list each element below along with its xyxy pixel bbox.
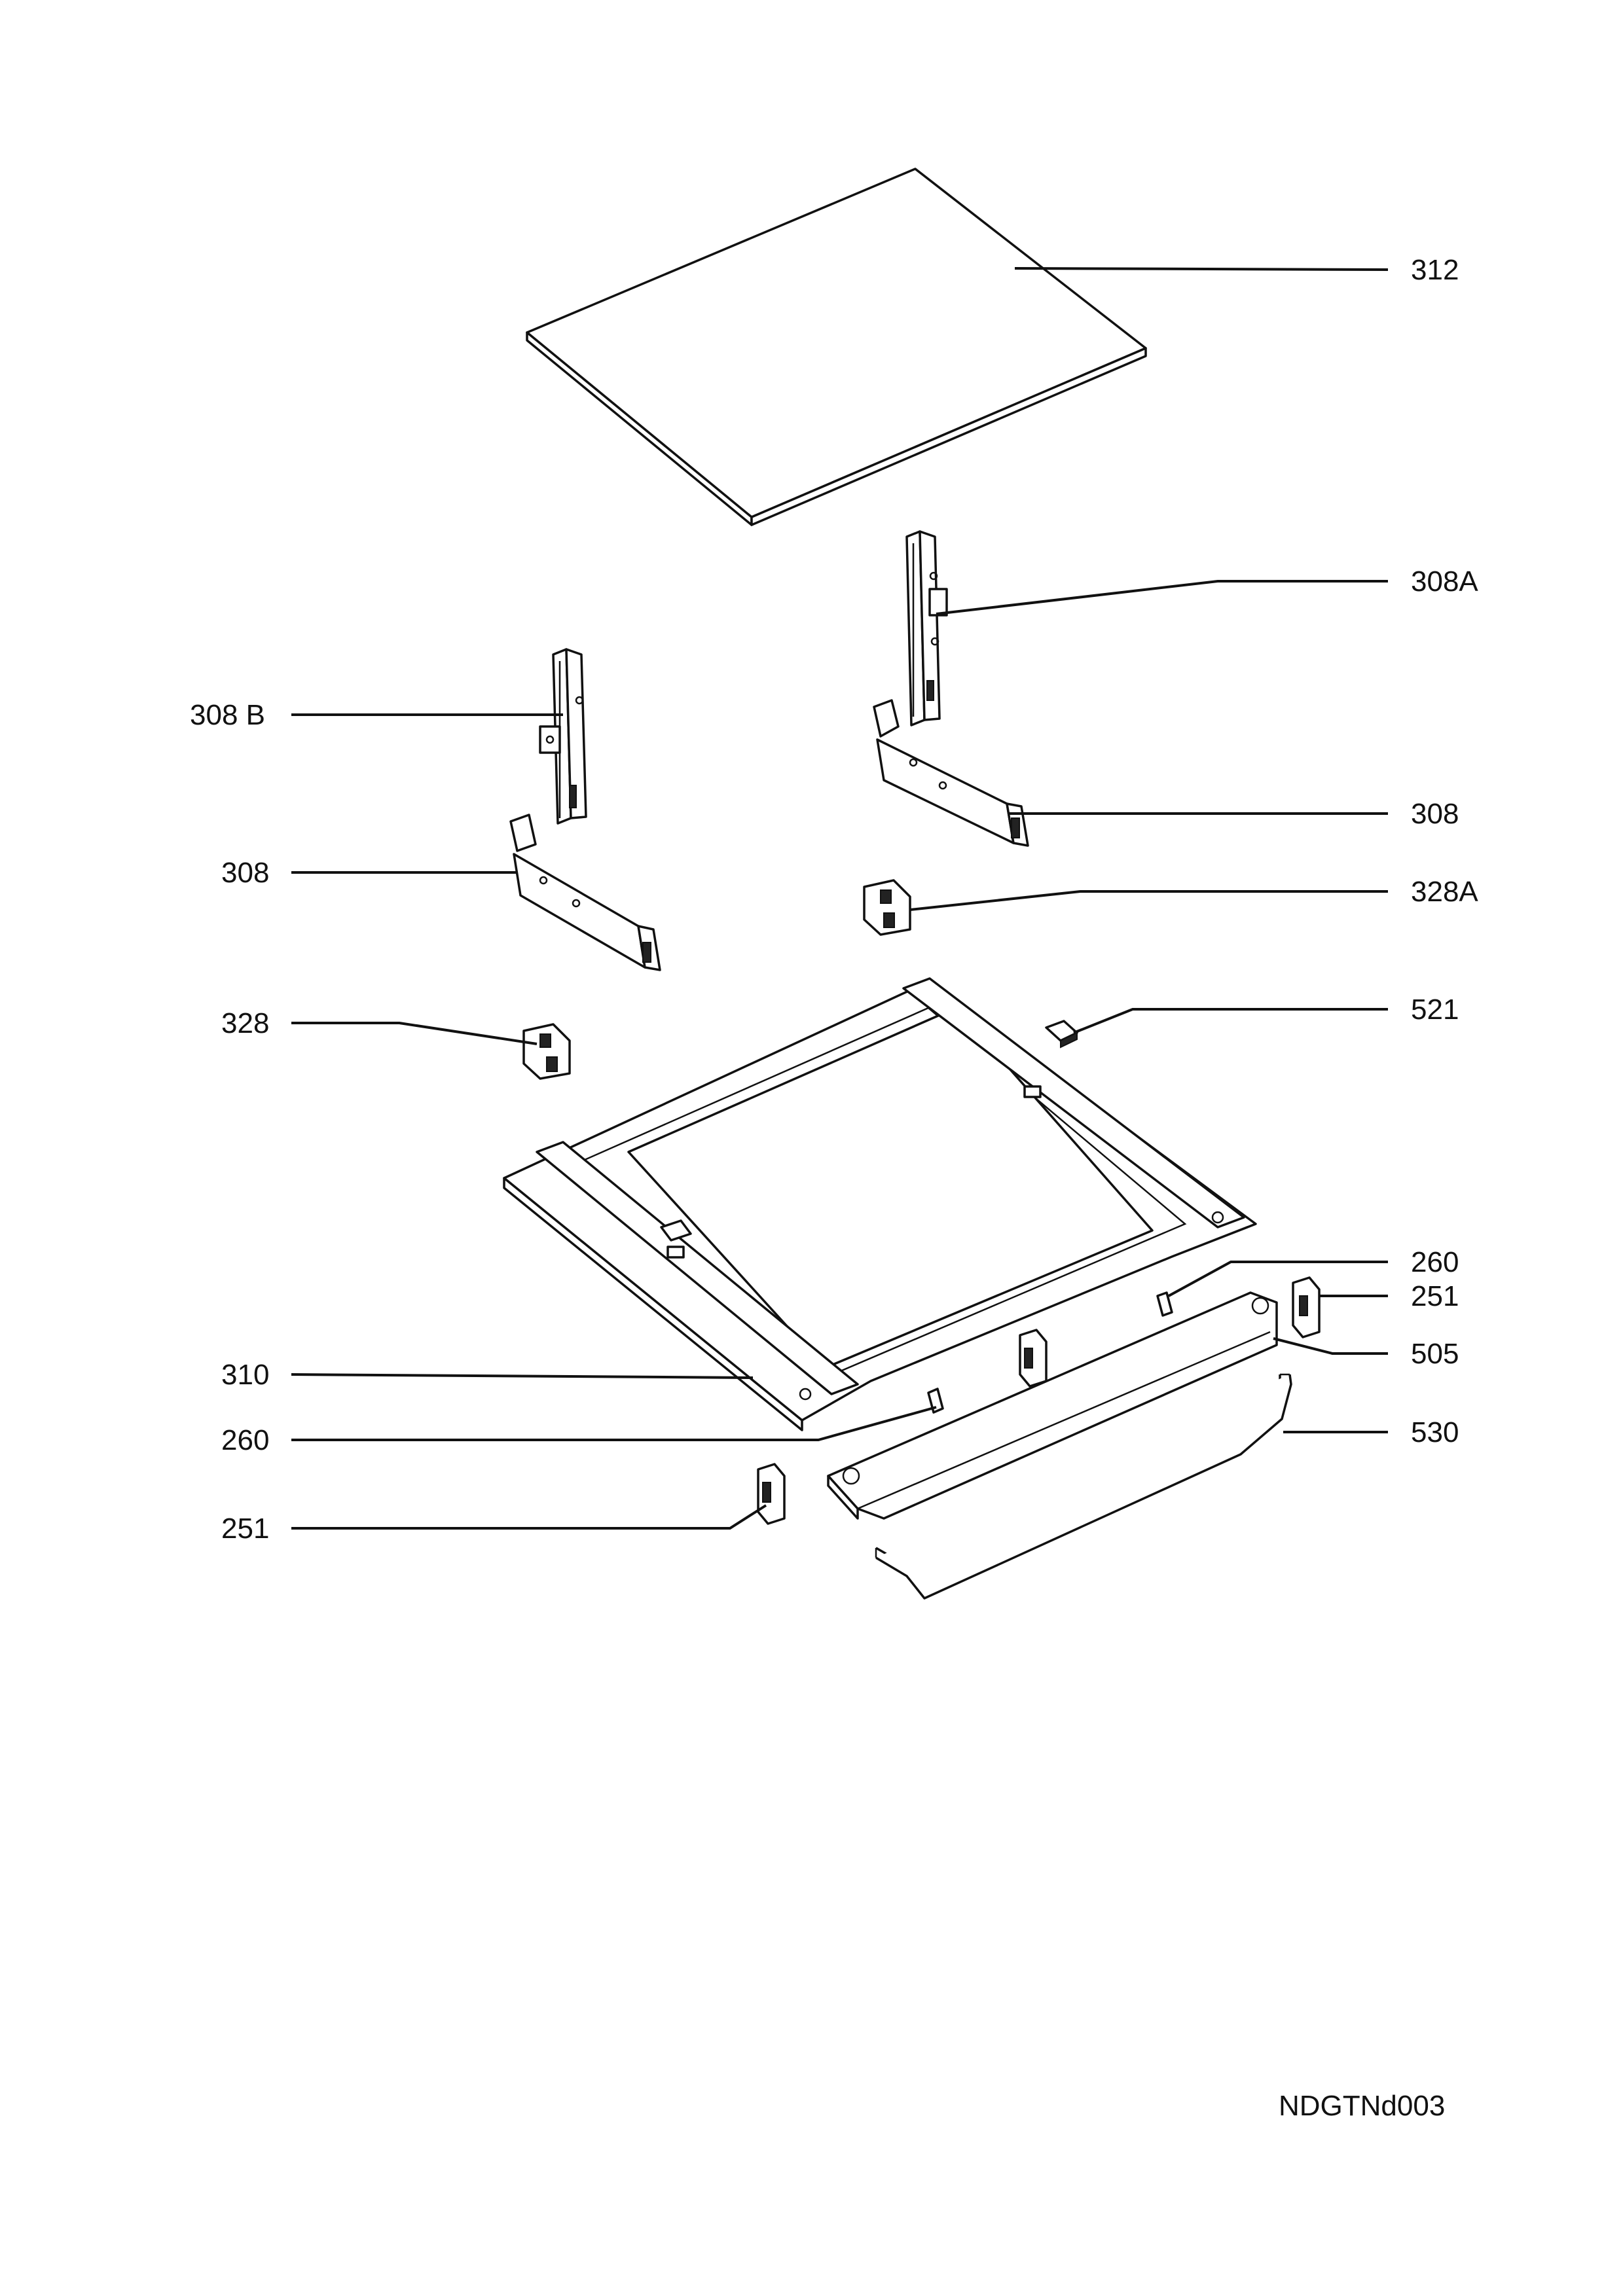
part-308b-hinge-bracket — [539, 648, 587, 825]
part-328-hinge-block — [522, 1023, 571, 1080]
callout-308a: 308A — [1411, 565, 1478, 598]
callout-308-left: 308 — [221, 857, 269, 889]
callout-260-left: 260 — [221, 1424, 269, 1456]
part-251-right-clamp — [1292, 1276, 1321, 1338]
leader-328a — [909, 890, 1388, 911]
leader-308a — [936, 580, 1388, 615]
leader-260-left — [291, 1406, 937, 1441]
part-505-handle-bar — [827, 1291, 1278, 1520]
part-251-center-clamp — [1019, 1329, 1048, 1388]
leader-lines — [291, 267, 1389, 1530]
part-308-left-hinge-arm — [509, 814, 661, 971]
callout-505: 505 — [1411, 1338, 1459, 1370]
callout-251-left: 251 — [221, 1513, 269, 1545]
part-260-left-clip — [927, 1388, 944, 1414]
callout-308-right: 308 — [1411, 798, 1459, 830]
part-312-top-panel — [526, 168, 1147, 526]
callout-251-right: 251 — [1411, 1280, 1459, 1312]
part-521-clip — [1045, 1020, 1078, 1049]
document-code: NDGTNd003 — [1279, 2090, 1445, 2122]
callout-308b: 308 B — [190, 699, 265, 731]
callout-328a: 328A — [1411, 876, 1478, 908]
leader-251-left — [291, 1504, 767, 1530]
callout-521: 521 — [1411, 994, 1459, 1026]
leader-328 — [291, 1022, 538, 1045]
part-530-handle — [875, 1373, 1292, 1600]
leader-312 — [1014, 267, 1389, 271]
part-308a-hinge-bracket — [905, 530, 948, 726]
part-328a-hinge-block — [863, 879, 911, 936]
part-251-left-clamp — [757, 1463, 786, 1525]
leader-505 — [1273, 1337, 1388, 1355]
callout-labels: 312 308A 308 B 308 308 328A 328 521 260 … — [190, 254, 1478, 1545]
callout-328: 328 — [221, 1007, 269, 1039]
callout-312: 312 — [1411, 254, 1459, 286]
part-310-door-frame — [503, 977, 1257, 1431]
callout-530: 530 — [1411, 1416, 1459, 1448]
leader-521 — [1073, 1008, 1388, 1034]
part-308-right-hinge-arm — [873, 699, 1029, 847]
part-260-right-clip — [1156, 1291, 1173, 1317]
callout-310: 310 — [221, 1359, 269, 1391]
leader-310 — [291, 1373, 754, 1379]
callout-260-right: 260 — [1411, 1246, 1459, 1278]
leader-260-right — [1168, 1261, 1388, 1297]
